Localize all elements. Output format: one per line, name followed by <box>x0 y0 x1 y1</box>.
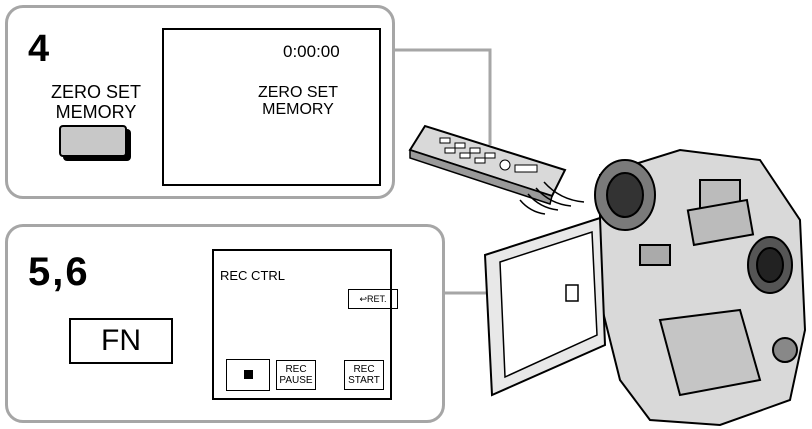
rec-ctrl-title: REC CTRL <box>220 268 286 283</box>
zero-set-label-line2: MEMORY <box>55 102 137 122</box>
zero-set-flash-line1: ZERO SET <box>257 84 338 101</box>
rec-pause-button[interactable]: REC PAUSE <box>276 360 316 390</box>
stop-icon <box>243 370 253 379</box>
step-number-5-6: 5,6 <box>28 250 90 294</box>
zero-set-flash-line2: MEMORY <box>262 101 334 118</box>
rec-start-label-line1: REC <box>353 364 375 375</box>
rec-pause-label-line2: PAUSE <box>279 375 313 386</box>
tape-counter: 0:00:00 <box>283 42 340 61</box>
lcd-screen-step56 <box>212 249 392 400</box>
return-button[interactable]: ↩RET. <box>348 289 398 309</box>
infrared-signal-icon <box>519 181 585 215</box>
rec-pause-label-line1: REC <box>285 364 307 375</box>
stop-button[interactable] <box>226 359 270 391</box>
fn-button[interactable]: FN <box>69 318 173 364</box>
zero-set-label-line1: ZERO SET <box>50 82 141 102</box>
rec-start-button[interactable]: REC START <box>344 360 384 390</box>
connector-line-top <box>395 48 492 145</box>
zero-set-memory-button[interactable] <box>59 125 127 157</box>
step-number-4: 4 <box>28 28 50 70</box>
viewfinder-screen-step4 <box>162 28 381 186</box>
remote-control-icon <box>408 124 567 205</box>
camcorder-icon <box>483 148 807 427</box>
rec-start-label-line2: START <box>348 375 380 386</box>
